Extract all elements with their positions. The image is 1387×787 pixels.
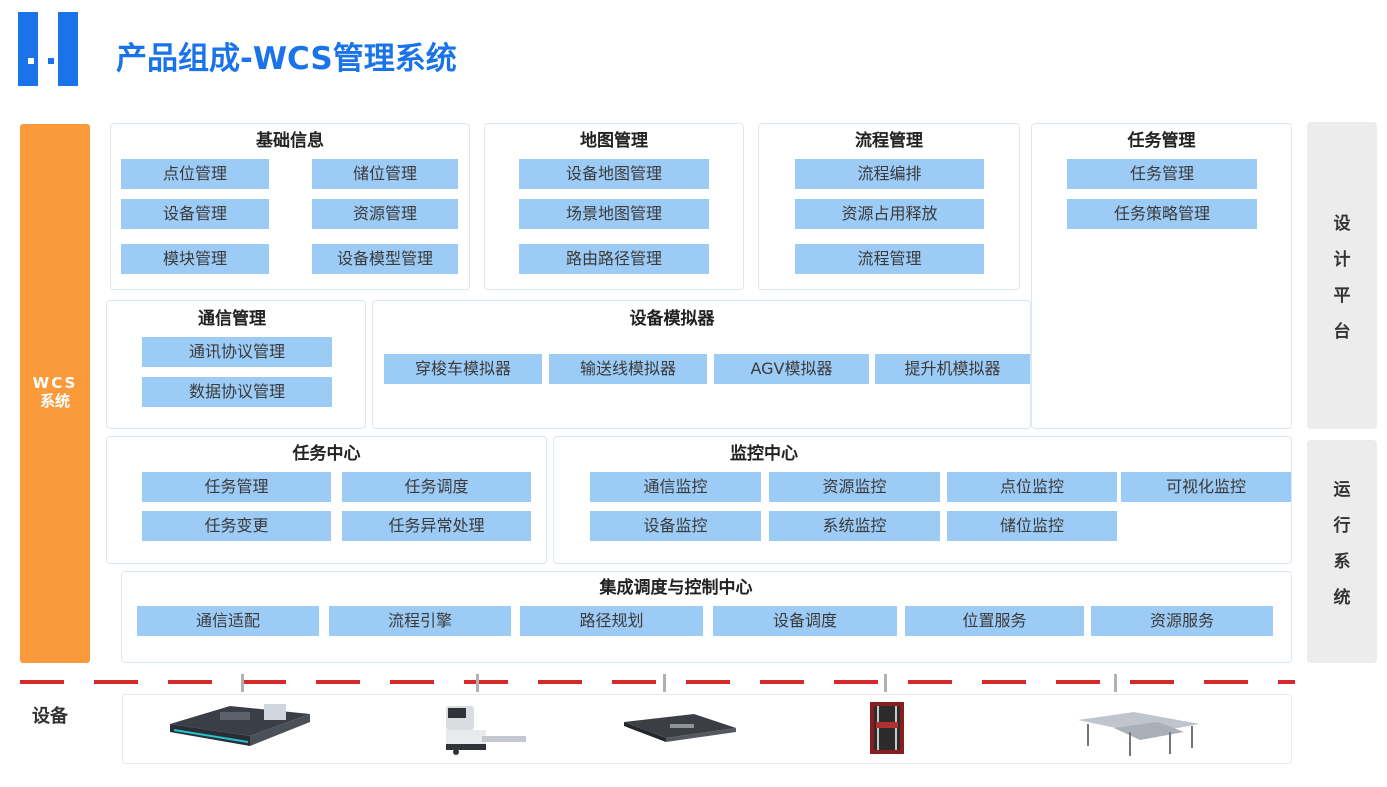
item-task-center-mgmt[interactable]: 任务管理 bbox=[142, 472, 331, 502]
design-platform-panel bbox=[1307, 122, 1377, 429]
item-resource-mgmt[interactable]: 资源管理 bbox=[312, 199, 458, 229]
item-process-mgmt[interactable]: 流程管理 bbox=[795, 244, 984, 274]
item-resource-occupy-release[interactable]: 资源占用释放 bbox=[795, 199, 984, 229]
item-resource-service[interactable]: 资源服务 bbox=[1091, 606, 1273, 636]
shuttle-car-icon bbox=[624, 714, 736, 742]
item-task-change[interactable]: 任务变更 bbox=[142, 511, 331, 541]
runtime-char: 行 bbox=[1333, 516, 1351, 536]
connector-tick bbox=[241, 674, 244, 692]
item-process-engine[interactable]: 流程引擎 bbox=[329, 606, 511, 636]
connector-tick bbox=[1114, 674, 1117, 692]
forklift-agv-icon bbox=[446, 706, 526, 755]
conveyor-icon bbox=[1078, 712, 1200, 756]
module-title-task-center: 任务中心 bbox=[292, 444, 361, 464]
item-location-service[interactable]: 位置服务 bbox=[905, 606, 1084, 636]
runtime-system-panel bbox=[1307, 440, 1377, 663]
module-title-monitor-center: 监控中心 bbox=[730, 444, 798, 464]
item-device-map-mgmt[interactable]: 设备地图管理 bbox=[519, 159, 709, 189]
item-storage-monitor[interactable]: 储位监控 bbox=[947, 511, 1117, 541]
item-agv-simulator[interactable]: AGV模拟器 bbox=[714, 354, 869, 384]
item-conveyor-simulator[interactable]: 输送线模拟器 bbox=[549, 354, 707, 384]
module-title-comm-mgmt: 通信管理 bbox=[198, 309, 266, 329]
item-comm-adapter[interactable]: 通信适配 bbox=[137, 606, 319, 636]
item-device-model-mgmt[interactable]: 设备模型管理 bbox=[312, 244, 458, 274]
item-shuttle-simulator[interactable]: 穿梭车模拟器 bbox=[384, 354, 542, 384]
item-resource-monitor[interactable]: 资源监控 bbox=[769, 472, 940, 502]
item-lift-simulator[interactable]: 提升机模拟器 bbox=[875, 354, 1030, 384]
item-visual-monitor[interactable]: 可视化监控 bbox=[1121, 472, 1291, 502]
item-path-planning[interactable]: 路径规划 bbox=[520, 606, 703, 636]
item-comm-protocol-mgmt[interactable]: 通讯协议管理 bbox=[142, 337, 332, 367]
runtime-char: 统 bbox=[1333, 588, 1351, 608]
item-storage-mgmt[interactable]: 储位管理 bbox=[312, 159, 458, 189]
runtime-char: 系 bbox=[1333, 552, 1351, 572]
connector-tick bbox=[663, 674, 666, 692]
design-char: 台 bbox=[1333, 322, 1351, 342]
connector-tick bbox=[884, 674, 887, 692]
item-point-monitor[interactable]: 点位监控 bbox=[947, 472, 1117, 502]
design-platform-label: 设 计 平 台 bbox=[1307, 206, 1377, 350]
runtime-char: 运 bbox=[1333, 480, 1351, 500]
module-title-map-mgmt: 地图管理 bbox=[580, 131, 648, 151]
module-title-process-mgmt: 流程管理 bbox=[855, 131, 923, 151]
item-route-path-mgmt[interactable]: 路由路径管理 bbox=[519, 244, 709, 274]
logo-bar-right bbox=[58, 12, 78, 86]
equipment-divider bbox=[20, 680, 1295, 684]
design-char: 平 bbox=[1333, 286, 1351, 306]
module-title-device-simulator: 设备模拟器 bbox=[629, 309, 715, 329]
module-title-integration-center: 集成调度与控制中心 bbox=[599, 578, 753, 598]
connector-tick bbox=[476, 674, 479, 692]
item-data-protocol-mgmt[interactable]: 数据协议管理 bbox=[142, 377, 332, 407]
logo-dot bbox=[48, 58, 54, 64]
lift-icon bbox=[870, 702, 904, 754]
runtime-system-label: 运 行 系 统 bbox=[1307, 472, 1377, 616]
equipment-panel bbox=[122, 694, 1292, 764]
design-char: 设 bbox=[1333, 214, 1351, 234]
logo-dot bbox=[28, 58, 34, 64]
item-system-monitor[interactable]: 系统监控 bbox=[769, 511, 940, 541]
agv-platform-icon bbox=[170, 704, 310, 746]
item-device-dispatch[interactable]: 设备调度 bbox=[713, 606, 897, 636]
item-point-mgmt[interactable]: 点位管理 bbox=[121, 159, 269, 189]
item-device-monitor[interactable]: 设备监控 bbox=[590, 511, 761, 541]
page-title: 产品组成-WCS管理系统 bbox=[116, 41, 457, 77]
item-device-mgmt[interactable]: 设备管理 bbox=[121, 199, 269, 229]
item-task-exception[interactable]: 任务异常处理 bbox=[342, 511, 531, 541]
item-comm-monitor[interactable]: 通信监控 bbox=[590, 472, 761, 502]
module-title-basic-info: 基础信息 bbox=[256, 131, 324, 151]
item-scene-map-mgmt[interactable]: 场景地图管理 bbox=[519, 199, 709, 229]
design-char: 计 bbox=[1333, 250, 1351, 270]
item-task-strategy-mgmt[interactable]: 任务策略管理 bbox=[1067, 199, 1257, 229]
module-title-task-mgmt: 任务管理 bbox=[1127, 131, 1196, 151]
equipment-label: 设备 bbox=[32, 706, 68, 727]
wcs-label-line2: 系统 bbox=[39, 392, 70, 410]
item-module-mgmt[interactable]: 模块管理 bbox=[121, 244, 269, 274]
item-process-orchestration[interactable]: 流程编排 bbox=[795, 159, 984, 189]
wcs-system-bar bbox=[20, 124, 90, 663]
item-task-mgmt[interactable]: 任务管理 bbox=[1067, 159, 1257, 189]
logo-bar-left bbox=[18, 12, 38, 86]
wcs-label-line1: WCS bbox=[32, 374, 78, 392]
item-task-dispatch[interactable]: 任务调度 bbox=[342, 472, 531, 502]
wcs-system-label: WCS 系统 bbox=[20, 374, 90, 410]
